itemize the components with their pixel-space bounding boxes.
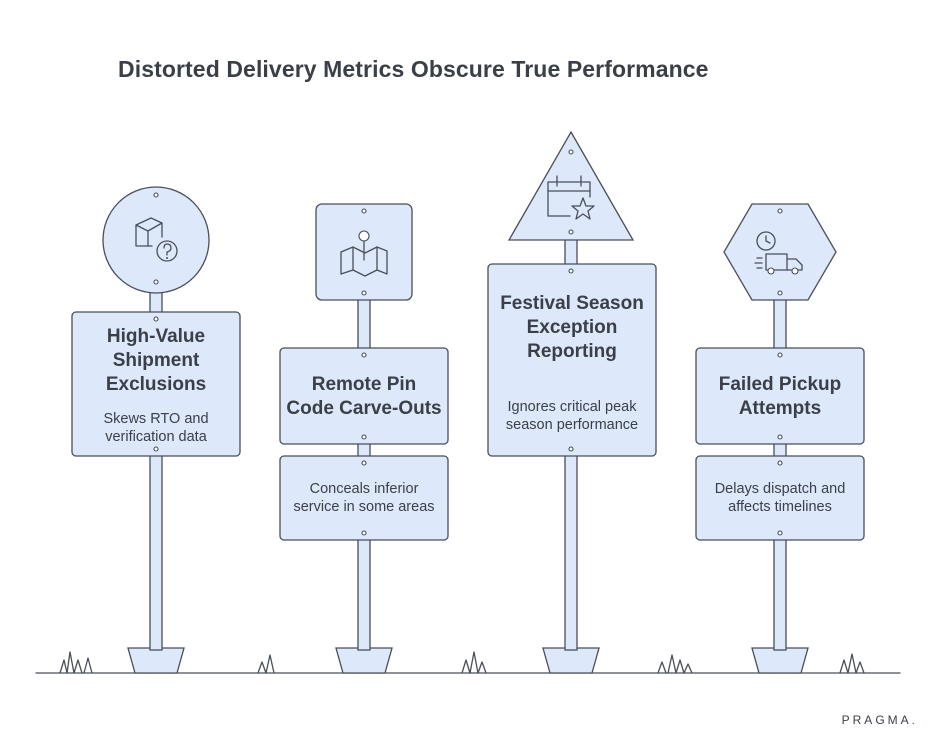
package-question-icon <box>135 217 178 262</box>
brand-logo: PRAGMA. <box>842 713 918 727</box>
panel-boards <box>71 263 865 541</box>
sign-1-board <box>71 311 241 457</box>
brand-name: PRAGMA <box>841 713 912 727</box>
ground <box>35 651 901 674</box>
sign-3-board <box>487 263 657 457</box>
signpost-base <box>542 647 600 674</box>
sign-2-description: Conceals inferior service in some areas <box>293 481 435 515</box>
hexagon-sign-head <box>723 203 837 301</box>
sign-2-desc-area: Conceals inferior service in some areas <box>288 466 440 530</box>
circle-sign-head <box>102 186 210 294</box>
sign-2-desc-board <box>279 455 449 541</box>
sign-1-title-area: High-Value Shipment Exclusions <box>76 322 236 400</box>
sign-4-title: Failed Pickup Attempts <box>718 374 842 419</box>
signpost-base <box>127 647 185 674</box>
brand-dot: . <box>911 713 918 727</box>
sign-4-desc-area: Delays dispatch and affects timelines <box>704 466 856 530</box>
sign-3-description: Ignores critical peak season performance <box>505 399 639 433</box>
triangle-sign-head <box>507 130 635 241</box>
sign-2-title-board <box>279 347 449 445</box>
sign-1-desc-area: Skews RTO and verification data <box>80 408 232 448</box>
sign-2-title: Remote Pin Code Carve-Outs <box>286 374 442 419</box>
sign-4-desc-board <box>695 455 865 541</box>
sign-3-desc-area: Ignores critical peak season performance <box>496 386 648 446</box>
signpost-base <box>335 647 393 674</box>
sign-4-title-area: Failed Pickup Attempts <box>702 358 858 436</box>
calendar-star-icon <box>547 175 595 220</box>
sign-3-title-area: Festival Season Exception Reporting <box>496 276 648 380</box>
sign-1-title: High-Value Shipment Exclusions <box>105 326 207 395</box>
sign-1-description: Skews RTO and verification data <box>103 411 209 445</box>
sign-2-title-area: Remote Pin Code Carve-Outs <box>286 358 442 436</box>
sign-4-title-board <box>695 347 865 445</box>
sign-4-description: Delays dispatch and affects timelines <box>714 481 846 515</box>
signpost-base <box>751 647 809 674</box>
sign-3-title: Festival Season Exception Reporting <box>500 293 644 362</box>
clock-truck-icon <box>754 231 803 275</box>
page-title: Distorted Delivery Metrics Obscure True … <box>118 56 709 82</box>
map-pin-icon <box>340 230 388 277</box>
signpost-2 <box>315 203 413 674</box>
signpost-1 <box>102 186 210 674</box>
